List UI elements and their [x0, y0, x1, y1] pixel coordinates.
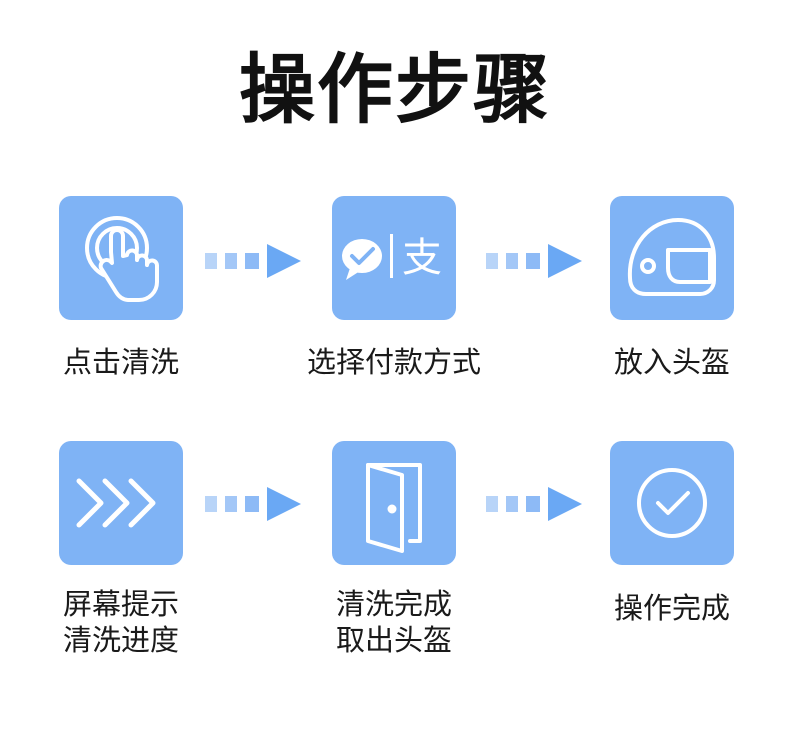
step-4-label-line-1: 屏幕提示 — [62, 587, 179, 621]
step-6-label-line-1: 操作完成 — [613, 591, 730, 625]
alipay-glyph: 支 — [402, 235, 442, 281]
step-2-label-line-1: 选择付款方式 — [306, 345, 481, 379]
step-2-tile: 支 — [332, 196, 456, 320]
open-door-icon — [366, 463, 422, 553]
step-4-label-line-2: 清洗进度 — [62, 623, 179, 657]
page-title: 操作步骤 — [239, 45, 551, 134]
step-5-label-line-2: 取出头盔 — [335, 623, 452, 657]
dashed-arrow-icon — [486, 244, 582, 278]
step-5-tile — [332, 441, 456, 565]
arrow-4-5 — [205, 487, 301, 521]
arrow-2-3 — [486, 244, 582, 278]
chevrons-right-icon — [76, 478, 156, 528]
dashed-arrow-icon — [205, 244, 301, 278]
step-3-label: 放入头盔 — [590, 344, 754, 380]
wechat-alipay-icon: 支 — [342, 234, 442, 281]
step-5-label: 清洗完成 取出头盔 — [312, 586, 476, 658]
step-1-label: 点击清洗 — [39, 344, 203, 380]
step-1-label-line-1: 点击清洗 — [62, 345, 179, 379]
step-1-tile — [59, 196, 183, 320]
step-6-tile — [610, 441, 734, 565]
step-5-label-line-1: 清洗完成 — [335, 587, 452, 621]
step-2-label: 选择付款方式 — [286, 344, 502, 380]
helmet-icon — [627, 218, 716, 296]
dashed-arrow-icon — [205, 487, 301, 521]
dashed-arrow-icon — [486, 487, 582, 521]
check-circle-icon — [637, 468, 707, 538]
arrow-5-6 — [486, 487, 582, 521]
step-6-label: 操作完成 — [590, 590, 754, 626]
step-3-label-line-1: 放入头盔 — [613, 345, 730, 379]
step-4-tile — [59, 441, 183, 565]
tap-hand-icon — [85, 216, 159, 302]
step-4-label: 屏幕提示 清洗进度 — [39, 586, 203, 658]
arrow-1-2 — [205, 244, 301, 278]
step-3-tile — [610, 196, 734, 320]
